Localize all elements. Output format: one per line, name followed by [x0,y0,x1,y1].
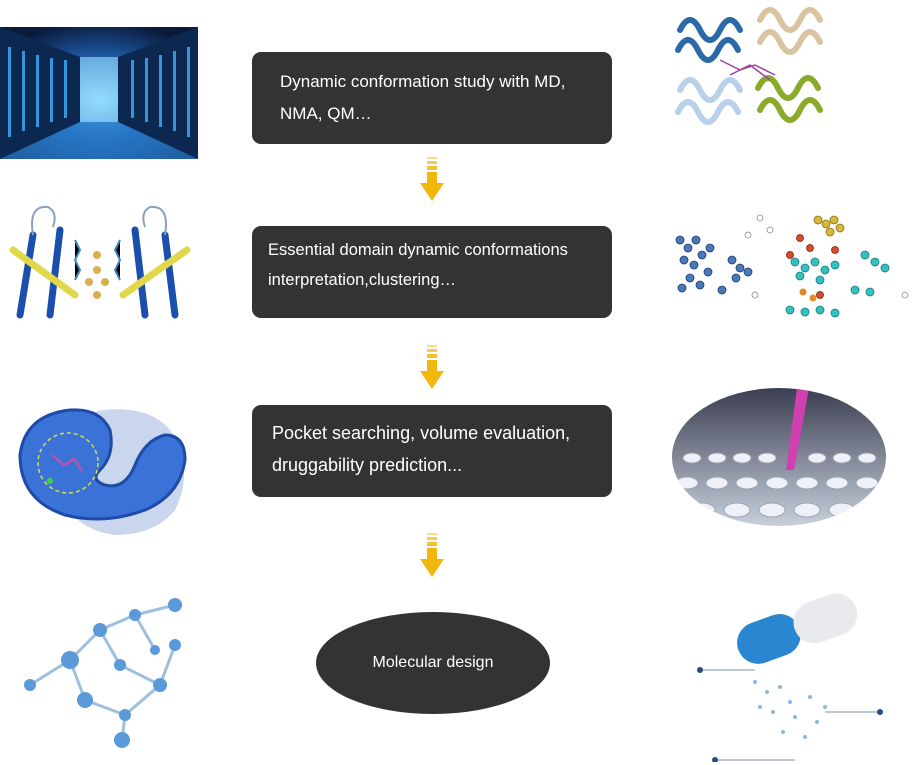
cluster-scatter-image [675,214,909,318]
microplate-image [672,388,886,526]
step-2-line-2: interpretation,clustering… [268,271,457,289]
step-box-pocket: Pocket searching, volume evaluation, dru… [252,405,612,497]
down-arrow-icon [420,533,444,577]
step-3-line-1: Pocket searching, volume evaluation, [272,423,571,443]
protein-pocket-image [18,408,187,535]
step-1-line-1: Dynamic conformation study with MD, [280,72,566,91]
down-arrow-icon [420,345,444,389]
molecular-design-label: Molecular design [372,654,494,671]
protein-structure-image [675,7,823,125]
step-1-line-2: NMA, QM… [280,104,372,123]
step-box-md: Dynamic conformation study with MD, NMA,… [252,52,612,144]
down-arrow-icon [420,157,444,201]
step-3-line-2: druggability prediction... [272,455,463,475]
server-room-image [0,27,198,159]
capsule-image [697,593,883,762]
ion-channel-image [9,205,191,319]
molecular-design-ellipse: Molecular design [316,612,550,714]
step-2-line-1: Essential domain dynamic conformations [268,241,568,259]
step-box-conformations: Essential domain dynamic conformations i… [252,226,612,318]
molecule-network-image [24,598,182,748]
